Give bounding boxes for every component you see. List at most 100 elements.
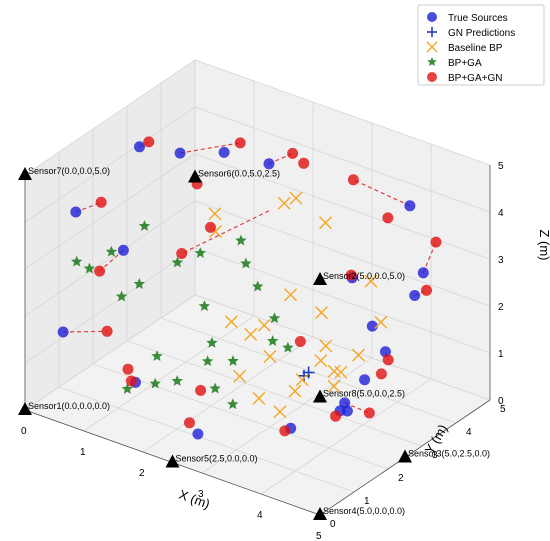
sensor-marker [398, 449, 412, 463]
bp-ga-point [282, 341, 294, 353]
floor-pane [25, 295, 490, 515]
bp-ga-gn-point [287, 147, 299, 159]
bp-ga-gn-point [363, 407, 375, 419]
baseline-bp-point [319, 216, 332, 230]
baseline-bp-point [315, 306, 328, 320]
baseline-bp-point [257, 318, 271, 332]
x-tick-label: 5 [316, 531, 322, 541]
baseline-bp-point [289, 191, 303, 205]
true-sources-point [417, 267, 429, 279]
z-tick-label: 3 [498, 255, 504, 266]
grid-line [126, 340, 423, 447]
grid-line [83, 315, 255, 432]
true-sources-point [263, 158, 275, 170]
bp-ga-gn-point [330, 410, 342, 422]
y-tick-label: 5 [500, 404, 506, 415]
bp-ga-point [251, 280, 264, 292]
baseline-bp-point [263, 350, 277, 363]
bp-ga-point [70, 255, 83, 267]
legend-entry: True Sources [448, 13, 508, 24]
baseline-bp-point [284, 288, 298, 302]
baseline-bp-point [295, 373, 309, 387]
baseline-bp-point [252, 391, 266, 405]
baseline-bp-series [208, 191, 388, 419]
grid-line [92, 363, 389, 470]
sensor-label: Sensor3(5.0,2.5,0.0) [408, 449, 490, 459]
bp-ga-point [171, 256, 184, 268]
bp-ga-point [121, 383, 134, 394]
bp-ga-point [151, 350, 163, 362]
legend-marker [427, 72, 437, 82]
grid-line [24, 106, 196, 223]
true-sources-point [366, 320, 378, 332]
bp-ga-point [227, 398, 239, 410]
bp-ga-point [83, 262, 96, 274]
bp-ga-gn-point [94, 265, 106, 277]
sensor-label: Sensor5(2.5,0.0,0.0) [176, 454, 258, 464]
legend-box [417, 4, 545, 86]
gn-predictions-series [298, 366, 315, 382]
legend-entry: BP+GA+GN [448, 73, 502, 84]
data-marks [57, 136, 442, 440]
bp-ga-point [240, 257, 252, 269]
true-sources-series [57, 141, 429, 440]
y-tick-label: 1 [364, 496, 370, 507]
bp-ga-point [105, 245, 118, 257]
legend-marker [427, 12, 437, 22]
grid-line [194, 106, 491, 213]
baseline-bp-point [288, 384, 302, 398]
sensor-marker [313, 389, 327, 403]
baseline-bp-point [374, 315, 388, 329]
sensor-label: Sensor7(0.0,0.0,5.0) [28, 166, 110, 176]
bp-ga-point [201, 355, 214, 367]
z-tick-label: 2 [498, 302, 504, 313]
true-sources-point [359, 374, 371, 386]
bp-ga-point [149, 377, 161, 389]
true-sources-point [174, 147, 186, 159]
bp-ga-gn-point [122, 363, 134, 375]
bp-ga-point [115, 290, 128, 302]
sensor-label: Sensor4(5.0,0.0,0.0) [323, 506, 405, 516]
bp-ga-point [138, 220, 151, 231]
grid-line [24, 247, 196, 364]
true-sources-point [57, 326, 69, 338]
bp-ga-gn-point [176, 248, 188, 259]
baseline-bp-point [327, 364, 341, 378]
bp-ga-point [268, 312, 281, 324]
baseline-bp-point [327, 379, 341, 393]
y-tick-label: 0 [330, 519, 336, 530]
true-sources-point [218, 146, 230, 158]
error-link [181, 210, 270, 255]
baseline-bp-point [233, 369, 247, 383]
bp-ga-gn-point [294, 336, 306, 347]
baseline-bp-point [364, 274, 378, 288]
bp-ga-gn-point [143, 136, 155, 148]
true-sources-point [192, 428, 204, 440]
z-tick-label: 4 [498, 208, 504, 219]
grid-line [58, 386, 355, 493]
left-pane [25, 60, 195, 410]
sensor-markers: Sensor1(0.0,0.0,0.0)Sensor2(5.0,0.0,5.0)… [18, 166, 490, 520]
baseline-bp-point [277, 196, 291, 210]
back-pane [195, 60, 490, 400]
x-tick-label: 0 [21, 426, 27, 437]
y-tick-label: 3 [432, 450, 438, 461]
legend-marker [427, 57, 437, 67]
sensor-label: Sensor2(5.0,0.0,5.0) [323, 271, 405, 281]
sensor-label: Sensor8(5.0,0.0,2.5) [323, 389, 405, 399]
true-sources-point [409, 290, 421, 301]
z-tick-label: 1 [498, 349, 504, 360]
bp-ga-gn-point [298, 157, 310, 169]
bp-ga-gn-point [430, 236, 442, 248]
bp-ga-gn-point [101, 325, 113, 337]
bp-ga-point [198, 300, 211, 312]
sensor-marker [18, 402, 32, 415]
true-sources-point [134, 141, 145, 153]
error-link [63, 330, 108, 333]
error-link [99, 249, 124, 272]
bp-ga-point [227, 355, 239, 366]
bp-ga-gn-point [345, 269, 357, 281]
sensor-label: Sensor6(0.0,5.0,2.5) [198, 169, 280, 179]
